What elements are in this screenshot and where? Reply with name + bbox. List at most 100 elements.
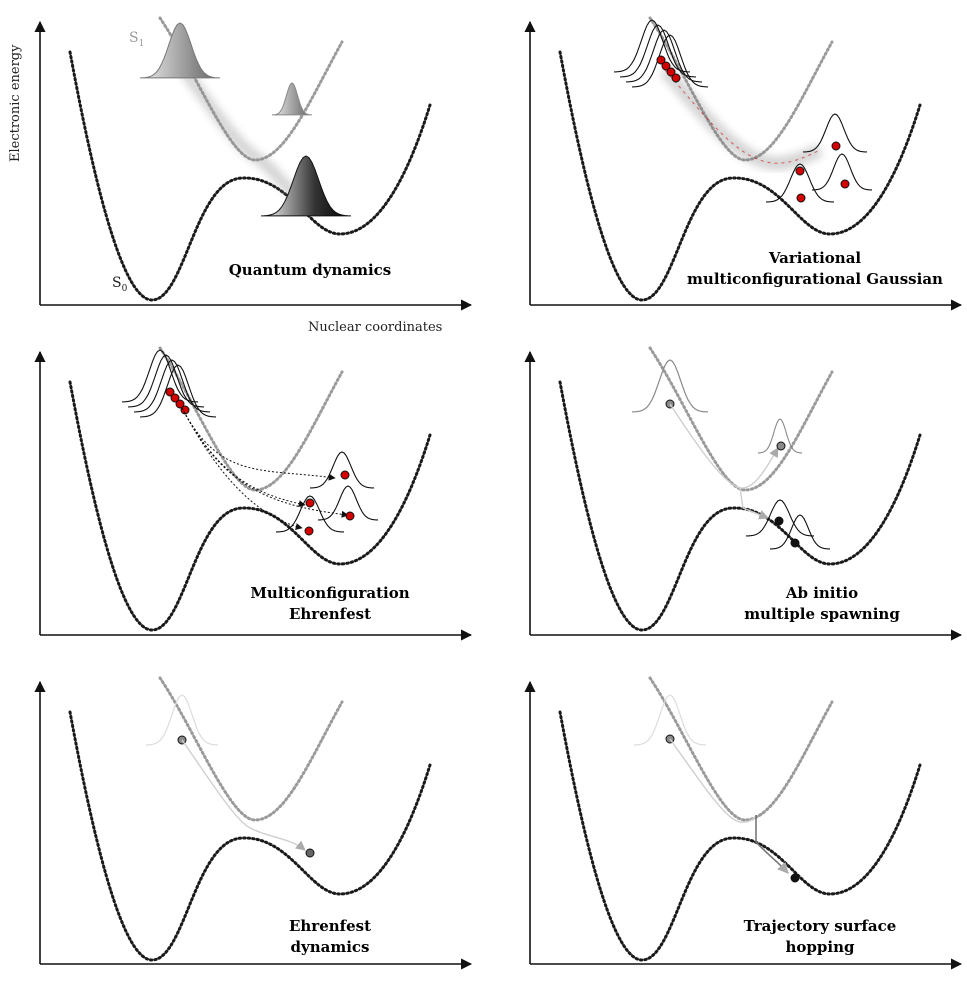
- gaussian-basis-function: [121, 349, 199, 403]
- panel-title: Multiconfiguration Ehrenfest: [220, 583, 440, 625]
- s1-potential-curve: [648, 346, 834, 492]
- ehrenfest-trajectory: [181, 407, 303, 530]
- wavepacket-density-trail: [175, 61, 308, 206]
- diagram-tsh: [524, 676, 963, 970]
- s1-letter: S: [129, 30, 139, 46]
- initial-wavepacket: [139, 22, 221, 79]
- diagram-aims: [524, 346, 963, 641]
- gaussian-basis-function: [631, 34, 709, 88]
- trajectory-point: [180, 405, 190, 415]
- panel-tsh: Trajectory surface hopping: [500, 670, 965, 984]
- gaussian-basis-function: [619, 24, 697, 78]
- initial-wavepacket: [145, 694, 219, 746]
- gaussian-basis-function: [318, 485, 378, 521]
- panel-vmcg: Variational multiconfigurational Gaussia…: [500, 10, 965, 325]
- x-axis-label: Nuclear coordinates: [308, 320, 443, 335]
- diagram-vmcg: [524, 16, 963, 311]
- initial-wavepacket: [633, 694, 707, 746]
- trajectory-point: [345, 511, 355, 521]
- ehrenfest-trajectory: [181, 407, 306, 508]
- gaussian-basis-function: [803, 113, 867, 153]
- panel-title: Ab initio multiple spawning: [712, 583, 932, 625]
- ehrenfest-trajectory: [181, 407, 349, 518]
- title-line: Ehrenfest: [288, 917, 372, 935]
- title-line: Multiconfiguration: [250, 584, 410, 602]
- trajectory-point: [305, 848, 315, 858]
- trajectory-point: [774, 516, 784, 526]
- trajectory-point: [340, 470, 350, 480]
- trajectory-point: [304, 526, 314, 536]
- trajectory-point: [790, 873, 800, 883]
- panel-aims: Ab initio multiple spawning: [500, 340, 965, 655]
- excited-trajectory: [669, 738, 757, 823]
- trajectory-point: [165, 387, 175, 397]
- s0-potential-curve: [558, 710, 922, 962]
- s0-potential-curve: [68, 50, 432, 302]
- s1-subscript: 1: [138, 38, 145, 49]
- diagram-mce: [34, 346, 473, 641]
- initial-wavepacket: [631, 359, 709, 413]
- gaussian-basis-function: [127, 354, 205, 408]
- title-line: multiple spawning: [744, 605, 900, 623]
- trajectory-point: [170, 393, 180, 403]
- trajectory-point: [175, 399, 185, 409]
- ground-wavepacket: [746, 499, 814, 537]
- gaussian-basis-function: [276, 495, 344, 533]
- s0-potential-curve: [558, 380, 922, 632]
- gaussian-basis-function: [139, 364, 217, 418]
- trajectory-point: [790, 538, 800, 548]
- excited-wavepacket: [758, 418, 802, 454]
- trajectory-point: [840, 179, 850, 189]
- title-line: Ab initio: [785, 584, 859, 602]
- trajectory-point: [661, 61, 671, 71]
- s0-potential-curve: [68, 710, 432, 962]
- panel-ehrenfest: Ehrenfest dynamics: [10, 670, 475, 984]
- s0-letter: S: [112, 275, 122, 291]
- trajectory-point: [666, 67, 676, 77]
- trajectory-point: [795, 166, 805, 176]
- s1-potential-curve: [158, 676, 344, 822]
- panel-mce: Multiconfiguration Ehrenfest: [10, 340, 475, 655]
- gaussian-basis-function: [812, 153, 872, 191]
- ground-wavepacket: [260, 155, 352, 217]
- title-line: dynamics: [290, 938, 370, 956]
- diagram-quantum-dynamics: [34, 16, 473, 311]
- gaussian-basis-function: [613, 19, 691, 73]
- title-line: Ehrenfest: [288, 605, 372, 623]
- s0-potential-curve: [558, 50, 922, 302]
- panel-title: Trajectory surface hopping: [720, 916, 920, 958]
- trajectory-point: [776, 441, 786, 451]
- title-line: hopping: [785, 938, 855, 956]
- mean-field-trajectory: [181, 739, 306, 851]
- ground-wavepacket: [770, 514, 830, 550]
- trajectory-point: [656, 55, 666, 65]
- gaussian-basis-function: [133, 359, 211, 413]
- gaussian-basis-function: [625, 29, 703, 83]
- panel-quantum-dynamics: Quantum dynamics: [10, 10, 475, 325]
- panel-title: Ehrenfest dynamics: [250, 916, 410, 958]
- gaussian-basis-function: [310, 451, 374, 489]
- s0-label: S0: [112, 275, 127, 294]
- title-line: multiconfigurational Gaussian: [687, 270, 943, 288]
- s1-potential-curve: [648, 676, 834, 822]
- hopping-trajectory: [755, 815, 789, 874]
- panel-title: Quantum dynamics: [210, 260, 410, 281]
- title-line: Quantum dynamics: [228, 261, 392, 279]
- trajectory-point: [671, 73, 681, 83]
- trajectory-point: [796, 193, 806, 203]
- excited-wavepacket: [272, 82, 312, 116]
- diagram-ehrenfest: [34, 676, 473, 970]
- title-line: Variational: [768, 249, 862, 267]
- s0-subscript: 0: [121, 283, 128, 294]
- ehrenfest-trajectory: [181, 407, 336, 481]
- s1-potential-curve: [158, 346, 344, 492]
- trajectory-point: [305, 498, 315, 508]
- red-trail: [664, 69, 821, 164]
- trajectory-point: [831, 141, 841, 151]
- excited-trajectory: [669, 403, 779, 489]
- panel-title: Variational multiconfigurational Gaussia…: [665, 248, 965, 290]
- s1-label: S1: [129, 30, 144, 49]
- title-line: Trajectory surface: [743, 917, 897, 935]
- y-axis-label: Electronic energy: [8, 44, 23, 162]
- s0-potential-curve: [68, 380, 432, 632]
